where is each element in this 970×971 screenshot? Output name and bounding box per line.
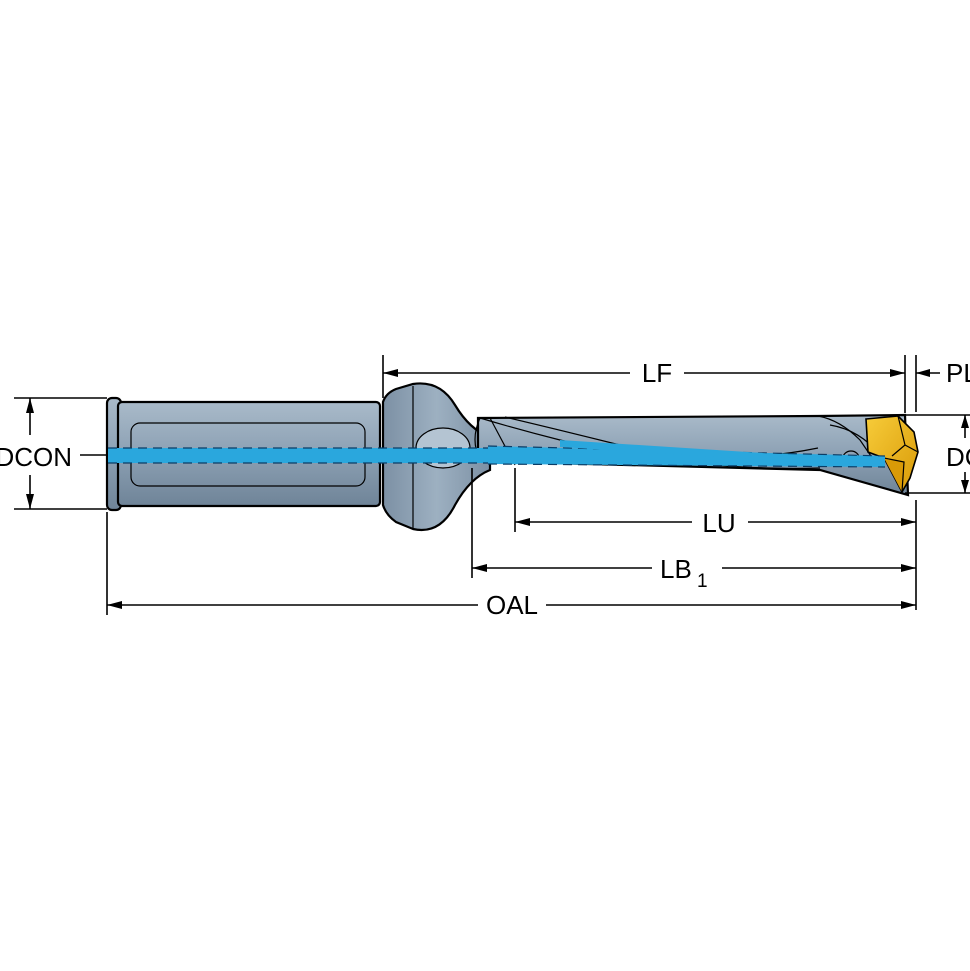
dimension-lf: LF — [382, 355, 906, 413]
label-lu: LU — [702, 508, 735, 538]
dimension-lb1: LB 1 — [471, 468, 916, 592]
dimension-dc: DC — [905, 414, 970, 494]
label-lb1: LB — [660, 554, 692, 584]
label-oal: OAL — [486, 590, 538, 620]
coolant-channel — [108, 440, 886, 468]
label-lf: LF — [642, 358, 672, 388]
label-dc: DC — [946, 442, 970, 472]
dimension-lu: LU — [514, 468, 917, 610]
dimension-dcon: DCON — [0, 397, 107, 510]
cutting-insert — [865, 415, 919, 494]
dimension-pl: PL — [915, 355, 970, 412]
label-lb1-subscript: 1 — [697, 571, 708, 592]
label-dcon: DCON — [0, 442, 72, 472]
label-pl: PL — [946, 358, 970, 388]
dimension-oal: OAL — [106, 512, 916, 620]
